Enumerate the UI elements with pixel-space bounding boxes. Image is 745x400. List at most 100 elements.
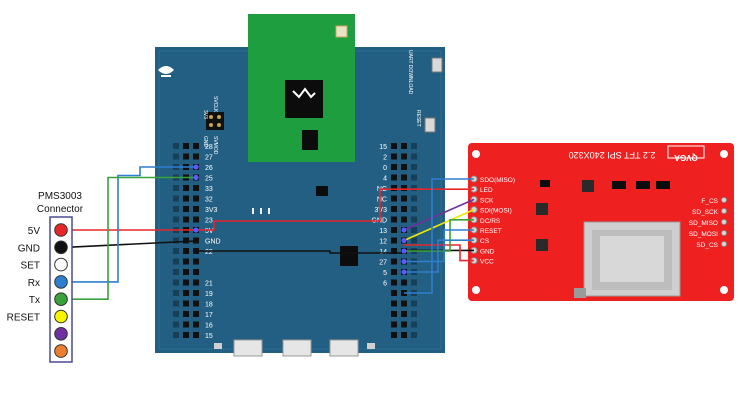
- left-header-pad: [173, 237, 179, 244]
- tft-title: 2.2 TFT SPI 240X320: [569, 150, 656, 160]
- connector-pin: [54, 344, 68, 358]
- right-header-pin: [401, 174, 407, 181]
- svg-text:RESET: RESET: [415, 110, 421, 127]
- right-header-pin: [391, 227, 397, 233]
- left-header-label: 15: [205, 333, 213, 340]
- left-header-pin: [193, 237, 199, 244]
- connector-pin: [54, 327, 68, 341]
- left-header-pin: [183, 143, 189, 149]
- right-header-pad: [411, 311, 417, 317]
- left-header-pin: [183, 279, 189, 286]
- connector-subtitle: Connector: [37, 204, 84, 215]
- jumper-label-gnd: GND: [202, 136, 208, 148]
- right-header-label: NC: [377, 197, 387, 204]
- wire-gnd: [66, 240, 197, 249]
- sd-pin-label: F_CS: [701, 198, 718, 205]
- left-header-pin: [193, 279, 199, 286]
- left-header-pad: [173, 269, 179, 275]
- left-header-pin: [193, 311, 199, 317]
- bottom-connectors: [214, 339, 375, 357]
- left-header-pin: [183, 269, 189, 275]
- connector-pin-label: SET: [21, 261, 40, 272]
- right-header-pin: [401, 185, 407, 191]
- left-header-pad: [173, 216, 179, 223]
- left-header-pad: [173, 332, 179, 338]
- connector-pin: [54, 240, 68, 255]
- tft-pin-label: SDO(MISO): [480, 177, 515, 184]
- connector-pin-label: RESET: [7, 313, 40, 324]
- left-header-pin: [193, 332, 199, 338]
- wire-rx: [67, 166, 196, 283]
- right-header-label: 3V3: [375, 207, 388, 214]
- left-header-pad: [173, 258, 179, 265]
- right-header-pin: [391, 164, 397, 170]
- left-header-pad: [173, 300, 179, 307]
- sd-pin-label: SD_CS: [696, 242, 718, 249]
- wire-junction: [401, 227, 407, 233]
- regulator-chip: [340, 246, 358, 266]
- left-header-pin: [183, 216, 189, 223]
- left-header-pad: [173, 195, 179, 202]
- sd-pin: [721, 219, 727, 225]
- right-header-pin: [391, 290, 397, 296]
- wire-junction: [193, 227, 199, 233]
- right-header-pin: [391, 300, 397, 307]
- tft-pin-label: GND: [480, 248, 495, 255]
- tft-pin-label: VCC: [480, 259, 494, 266]
- right-header-pad: [411, 174, 417, 181]
- left-header-label: 28: [205, 144, 213, 151]
- left-header-pin: [183, 258, 189, 265]
- right-header-pad: [411, 279, 417, 286]
- wires: [66, 164, 475, 301]
- right-header-label: 2: [383, 155, 387, 162]
- left-header-label: 17: [205, 312, 213, 319]
- right-header-pin: [391, 311, 397, 317]
- tft-pin-label: LED: [480, 187, 493, 194]
- left-header-label: 21: [205, 281, 213, 288]
- jumper-label-svclk: SVCLK: [212, 96, 218, 113]
- connector-pin-label: Tx: [29, 295, 40, 306]
- wire-junction: [193, 174, 199, 181]
- right-header-pin: [401, 195, 407, 202]
- tft-brand: QVGA: [674, 153, 698, 162]
- right-header-pin: [391, 237, 397, 244]
- left-header-pin: [193, 269, 199, 275]
- right-header-pin: [391, 216, 397, 223]
- wire-dc: [404, 219, 474, 252]
- wire-sck: [403, 198, 475, 231]
- left-header-pad: [173, 290, 179, 296]
- left-header-pin: [193, 153, 199, 160]
- left-header-pin: [193, 206, 199, 212]
- right-header-pad: [411, 185, 417, 191]
- connector-pin: [54, 292, 68, 307]
- wire-miso: [404, 178, 474, 294]
- reset-switch[interactable]: RESET: [415, 110, 436, 133]
- left-header-label: 5V: [205, 228, 214, 235]
- wire-led-vcc: [196, 188, 474, 231]
- esp32-devkit-board: 3V3 SVCLK GND SVMOD UART DOWNLOAD RESET: [155, 14, 445, 357]
- connector-housing: [49, 216, 73, 363]
- tft-display-module: 2.2 TFT SPI 240X320 QVGA SDO(MISO) LED SCK…: [468, 143, 734, 301]
- right-header-label: 13: [379, 228, 387, 235]
- uart-download-switch[interactable]: UART DOWNLOAD: [407, 50, 443, 95]
- right-header-pad: [411, 195, 417, 202]
- jumper-label-3v3: 3V3: [202, 110, 208, 119]
- left-header-label: GND: [205, 239, 221, 246]
- tft-pin-label: SCK: [480, 197, 494, 204]
- right-header-pad: [411, 300, 417, 307]
- right-header-pin: [401, 143, 407, 149]
- right-header-pin: [391, 248, 397, 254]
- sd-pin: [721, 208, 727, 214]
- right-header-pad: [411, 153, 417, 160]
- left-header-pin: [183, 153, 189, 160]
- left-header-label: 22: [205, 249, 213, 256]
- left-header-pad: [173, 153, 179, 160]
- right-header-pin: [401, 332, 407, 338]
- wire-mosi: [403, 208, 475, 242]
- wire-junction: [401, 269, 407, 275]
- wire-tx: [67, 176, 196, 301]
- tft-pin-label: SDI(MOSI): [480, 208, 512, 215]
